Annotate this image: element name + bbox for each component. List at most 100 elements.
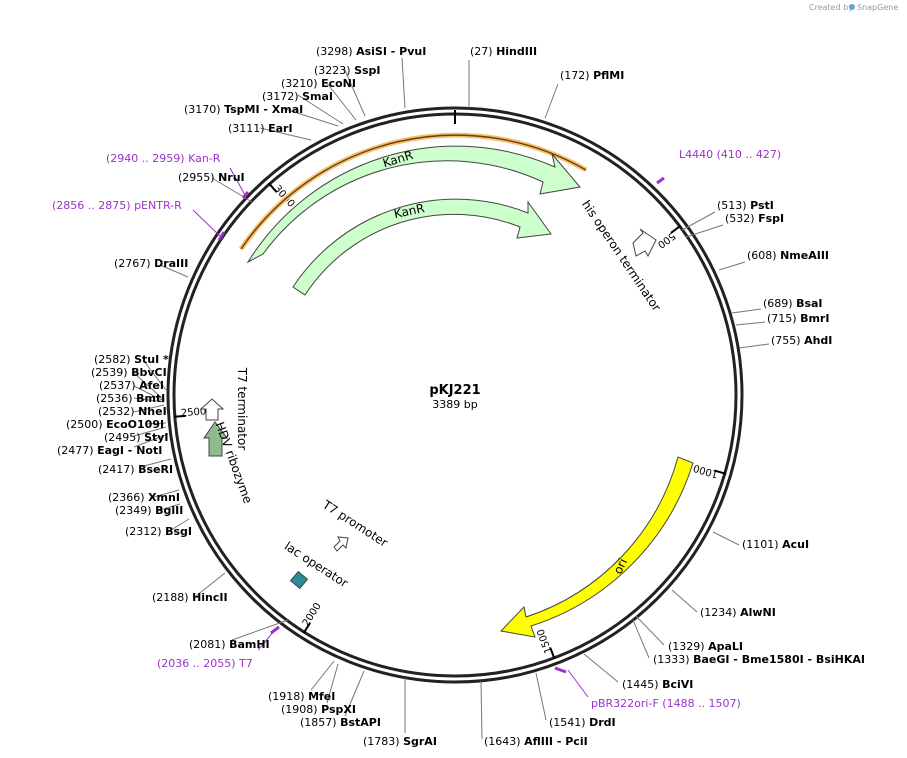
site-bseri[interactable]: (2417) BseRI bbox=[98, 463, 173, 476]
site-alwni[interactable]: (1234) AlwNI bbox=[700, 606, 776, 619]
site-xmni[interactable]: (2366) XmnI bbox=[108, 491, 180, 504]
plasmid-size: 3389 bp bbox=[432, 398, 477, 411]
site-stui[interactable]: (2582) StuI * bbox=[94, 353, 169, 366]
site-bamhi[interactable]: (2081) BamHI bbox=[189, 638, 270, 651]
snapgene-logo: SnapGene bbox=[849, 3, 898, 12]
feature-lac-operator[interactable] bbox=[289, 570, 309, 590]
brand-text: SnapGene bbox=[857, 3, 898, 12]
site-pos-bsgi: (2312) bbox=[125, 525, 165, 538]
primer-pbr322ori-f[interactable]: pBR322ori-F (1488 .. 1507) bbox=[591, 697, 741, 710]
connector-alwni bbox=[671, 589, 698, 613]
connector-smai bbox=[297, 94, 344, 125]
primer-connector-pbr322ori-f bbox=[567, 669, 589, 698]
feature-label-ori: ori bbox=[611, 556, 630, 576]
site-ahdi[interactable]: (755) AhdI bbox=[771, 334, 832, 347]
feature-his-operon-terminator[interactable] bbox=[632, 228, 657, 258]
primer-pentr-r[interactable]: (2856 .. 2875) pENTR-R bbox=[52, 199, 182, 212]
feature-t7-promoter[interactable] bbox=[333, 536, 349, 552]
site-name-xmni: XmnI bbox=[148, 491, 180, 504]
site-name-afliii: AflIII - PciI bbox=[524, 735, 588, 748]
site-bsgi[interactable]: (2312) BsgI bbox=[125, 525, 192, 538]
primer-range-t7: (2036 .. 2055) bbox=[157, 657, 239, 670]
site-econi[interactable]: (3210) EcoNI bbox=[281, 77, 356, 90]
site-bcivi[interactable]: (1445) BciVI bbox=[622, 678, 693, 691]
connector-pspxi bbox=[326, 663, 339, 704]
site-psti[interactable]: (513) PstI bbox=[717, 199, 774, 212]
site-bglii[interactable]: (2349) BglII bbox=[115, 504, 183, 517]
plasmid-backbone-outer bbox=[166, 106, 744, 684]
primer-mark-pentr-r bbox=[217, 231, 226, 241]
site-bsai[interactable]: (689) BsaI bbox=[763, 297, 823, 310]
site-sgrai[interactable]: (1783) SgrAI bbox=[363, 735, 437, 748]
site-pos-bstapi: (1857) bbox=[300, 716, 340, 729]
site-name-ecoo109i: EcoO109I bbox=[106, 418, 164, 431]
site-ecoo109i[interactable]: (2500) EcoO109I bbox=[66, 418, 164, 431]
site-pos-smai: (3172) bbox=[262, 90, 302, 103]
connector-bstapi bbox=[344, 670, 365, 717]
site-baegi[interactable]: (1333) BaeGI - Bme1580I - BsiHKAI bbox=[653, 653, 865, 666]
feature-kanr-outer[interactable] bbox=[246, 145, 581, 264]
site-bstapi[interactable]: (1857) BstAPI bbox=[300, 716, 381, 729]
feature-ori[interactable] bbox=[499, 456, 694, 638]
site-nmeaiii[interactable]: (608) NmeAIII bbox=[747, 249, 829, 262]
site-eari[interactable]: (3111) EarI bbox=[228, 122, 293, 135]
site-draiii[interactable]: (2767) DraIII bbox=[114, 257, 188, 270]
primer-name-l4440: L4440 bbox=[679, 148, 717, 161]
connector-bamhi bbox=[231, 619, 289, 641]
connector-sspi bbox=[343, 67, 366, 117]
site-bmti[interactable]: (2536) BmtI bbox=[96, 392, 165, 405]
site-afei[interactable]: (2537) AfeI bbox=[99, 379, 164, 392]
connector-acui bbox=[712, 531, 740, 546]
feature-t7-terminator[interactable] bbox=[199, 398, 225, 421]
site-pos-bglii: (2349) bbox=[115, 504, 155, 517]
site-name-apali: ApaLI bbox=[708, 640, 743, 653]
feature-hdv-ribozyme[interactable] bbox=[203, 421, 228, 457]
feature-label-kanr-outer: KanR bbox=[381, 148, 415, 170]
site-name-bamhi: BamHI bbox=[229, 638, 270, 651]
site-pspxi[interactable]: (1908) PspXI bbox=[281, 703, 356, 716]
site-pflmi[interactable]: (172) PflMI bbox=[560, 69, 624, 82]
site-hindiii[interactable]: (27) HindIII bbox=[470, 45, 537, 58]
connector-pflmi bbox=[544, 83, 559, 119]
site-pos-bmti: (2536) bbox=[96, 392, 136, 405]
primer-kan-r[interactable]: (2940 .. 2959) Kan-R bbox=[106, 152, 221, 165]
site-name-bsai: BsaI bbox=[796, 297, 822, 310]
site-bbvci[interactable]: (2539) BbvCI bbox=[91, 366, 167, 379]
site-drdi[interactable]: (1541) DrdI bbox=[549, 716, 616, 729]
connector-afliii bbox=[480, 680, 483, 740]
site-tspmi[interactable]: (3170) TspMI - XmaI bbox=[184, 103, 303, 116]
site-name-nmeaiii: NmeAIII bbox=[780, 249, 829, 262]
site-styi[interactable]: (2495) StyI bbox=[104, 431, 169, 444]
connector-bmri bbox=[735, 321, 766, 326]
site-pos-pspxi: (1908) bbox=[281, 703, 321, 716]
site-sspi[interactable]: (3223) SspI bbox=[314, 64, 381, 77]
site-name-drdi: DrdI bbox=[589, 716, 616, 729]
primer-connector-kan-r bbox=[229, 167, 246, 196]
site-apali[interactable]: (1329) ApaLI bbox=[668, 640, 743, 653]
site-eagi[interactable]: (2477) EagI - NotI bbox=[57, 444, 162, 457]
site-nhei[interactable]: (2532) NheI bbox=[98, 405, 167, 418]
site-mfei[interactable]: (1918) MfeI bbox=[268, 690, 335, 703]
feature-kanr-inner[interactable] bbox=[292, 198, 552, 296]
connector-ahdi bbox=[738, 343, 770, 349]
site-nrui[interactable]: (2955) NruI bbox=[178, 171, 245, 184]
tick-1000 bbox=[713, 469, 727, 475]
site-name-ahdi: AhdI bbox=[804, 334, 832, 347]
connector-tspmi bbox=[281, 107, 339, 127]
site-hincii[interactable]: (2188) HincII bbox=[152, 591, 228, 604]
site-acui[interactable]: (1101) AcuI bbox=[742, 538, 809, 551]
primer-l4440[interactable]: L4440 (410 .. 427) bbox=[679, 148, 781, 161]
site-afliii[interactable]: (1643) AflIII - PciI bbox=[484, 735, 588, 748]
site-bmri[interactable]: (715) BmrI bbox=[767, 312, 829, 325]
tick-label-1000: 1000 bbox=[692, 462, 720, 480]
site-pos-xmni: (2366) bbox=[108, 491, 148, 504]
site-smai[interactable]: (3172) SmaI bbox=[262, 90, 333, 103]
site-labels: (27) HindIII (172) PflMI (513) PstI(532) F… bbox=[52, 45, 865, 748]
site-fspi[interactable]: (532) FspI bbox=[725, 212, 784, 225]
connector-nmeaiii bbox=[718, 261, 746, 271]
site-asisi[interactable]: (3298) AsiSI - PvuI bbox=[316, 45, 426, 58]
site-name-fspi: FspI bbox=[758, 212, 784, 225]
primer-t7[interactable]: (2036 .. 2055) T7 bbox=[157, 657, 253, 670]
site-name-acui: AcuI bbox=[782, 538, 809, 551]
